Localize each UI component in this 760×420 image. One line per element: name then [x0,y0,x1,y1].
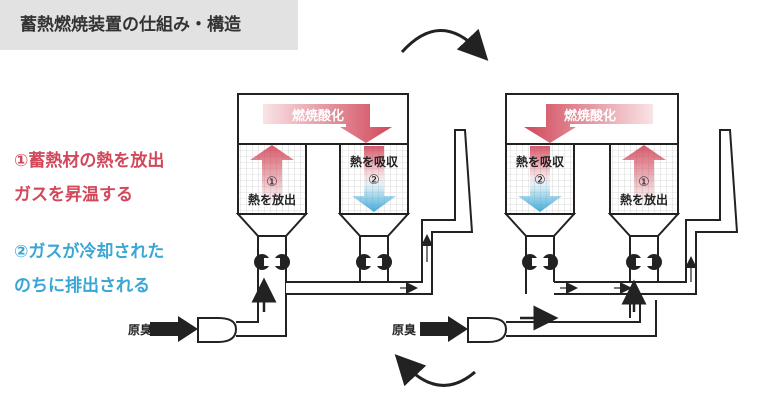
bed-flow-arrow-up [250,145,294,206]
inlet-label: 原臭 [128,322,152,337]
bed-label: 熱を放出 [620,192,668,207]
valve [522,254,558,270]
bed-number: ② [534,173,546,188]
bed-flow-arrow-down [352,146,396,212]
bed-hopper-left [503,213,577,237]
cycle-arrow-top [400,28,489,61]
cycle-arrow-bottom [394,354,476,387]
rto-unit-2: 燃焼酸化 熱を吸収 ② ① 熱を放出 原臭 [392,93,739,343]
cooling-note: ②ガスが冷却された のちに排出される [14,235,164,303]
bed-number: ① [638,175,650,190]
chamber-label: 燃焼酸化 [292,108,344,124]
cooling-note-line-2: のちに排出される [14,276,150,296]
duct-left [257,236,287,318]
rto-unit-1: 燃焼酸化 ① 熱を放出 熱を吸収 ② 原臭 [128,93,474,343]
inlet-duct [236,300,287,337]
chamber-label: 燃焼酸化 [564,108,616,124]
bed-number: ① [266,175,278,190]
cooling-note-line-1: ②ガスが冷却された [14,242,165,262]
inlet-fan [467,317,508,343]
valve [254,254,290,270]
valve [626,254,662,270]
bed-hopper-right [607,213,681,237]
exhaust-duct-and-stack [286,129,474,295]
valve [356,254,392,270]
inlet-arrow [150,316,198,342]
bed-hopper-right [337,213,411,237]
chamber-flow-arrow [263,104,392,143]
heat-release-note-line-1: ①蓄熱材の熱を放出 [14,151,165,171]
bed-label: 熱を吸収 [516,154,565,169]
bed-hopper-left [235,213,309,237]
bed-flow-arrow-up [622,145,666,206]
heat-release-note: ①蓄熱材の熱を放出 ガスを昇温する [14,144,164,212]
page-title: 蓄熱燃焼装置の仕組み・構造 [0,0,298,50]
bed-number: ② [368,173,380,188]
heat-release-note-line-2: ガスを昇温する [14,185,133,205]
inlet-label: 原臭 [392,322,416,337]
bed-label: 熱を吸収 [350,154,399,169]
chamber-flow-arrow [524,104,653,143]
bed-label: 熱を放出 [248,192,296,207]
inlet-fan [197,317,238,343]
inlet-arrow [420,316,468,342]
bed-flow-arrow-down [518,146,562,212]
